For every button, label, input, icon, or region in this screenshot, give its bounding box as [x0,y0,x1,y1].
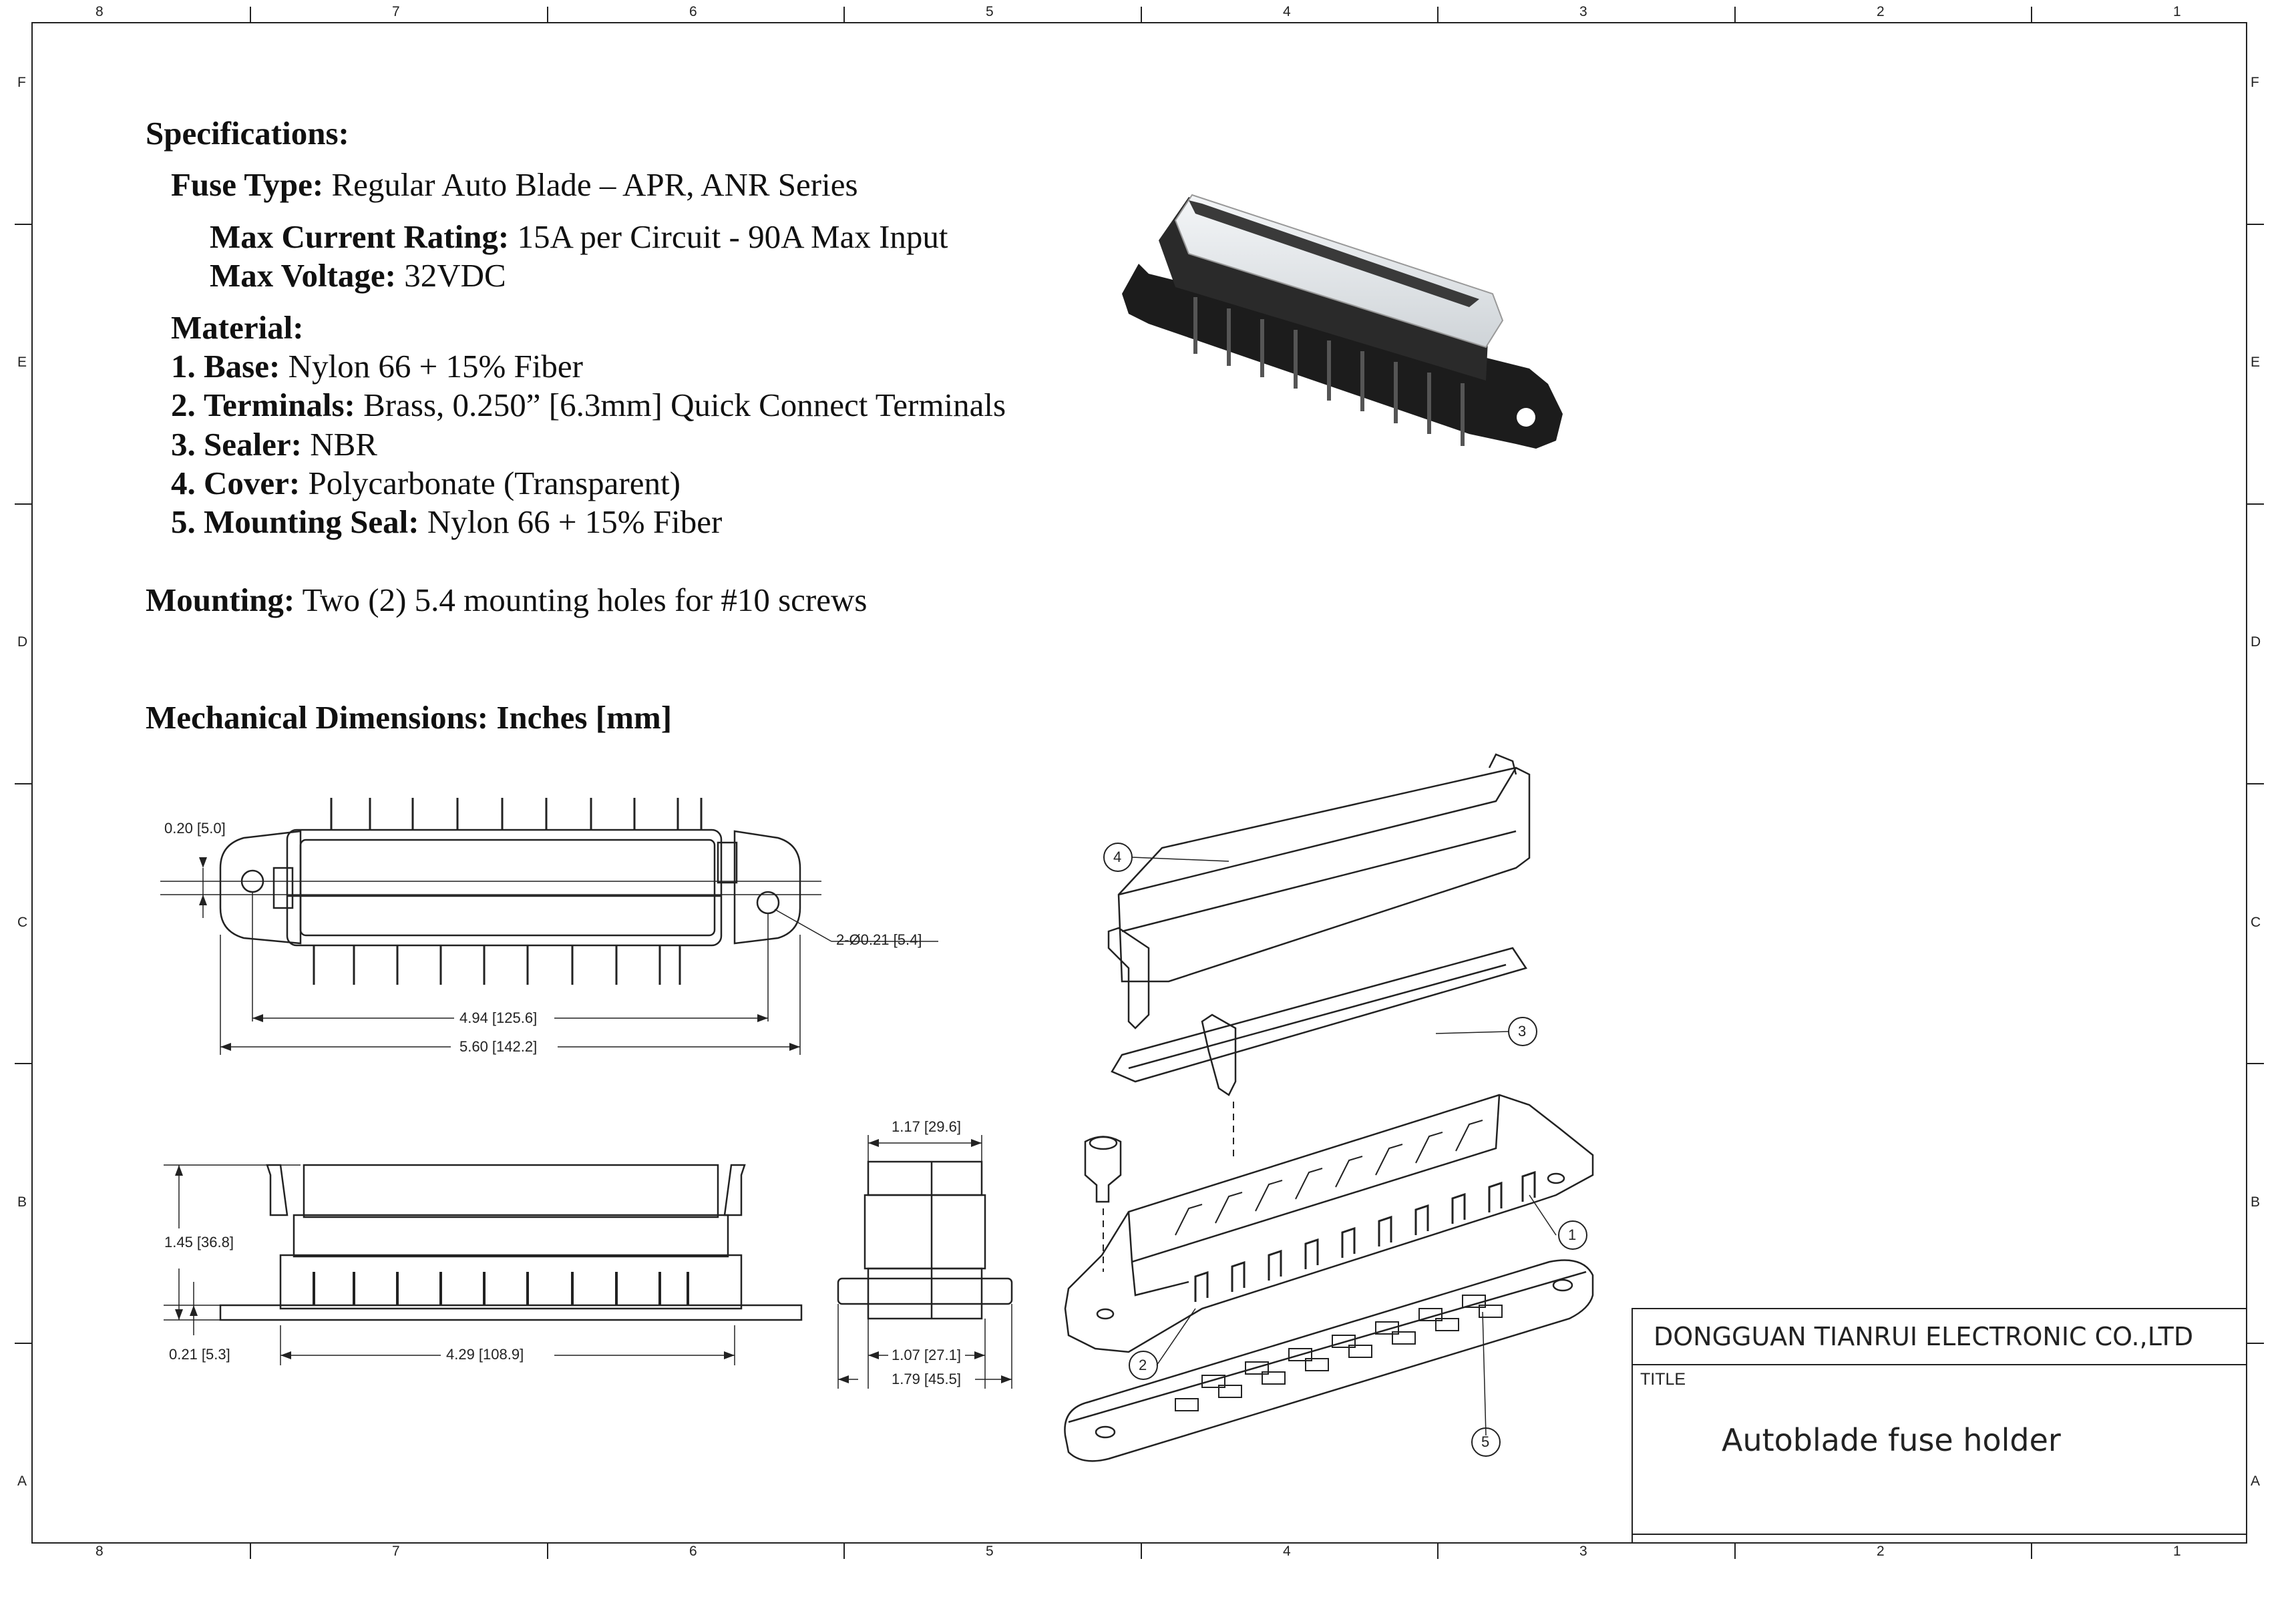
max-current-value: 15A per Circuit - 90A Max Input [517,218,948,255]
callout-number: 4 [1113,849,1122,865]
material-item: 5. Mounting Seal: Nylon 66 + 15% Fiber [171,503,723,540]
material-value: Brass, 0.250” [6.3mm] Quick Connect Term… [363,387,1006,423]
zone-letter: E [17,355,27,370]
material-value: NBR [310,426,377,463]
material-item: 3. Sealer: NBR [171,426,377,463]
material-value: Nylon 66 + 15% Fiber [427,503,723,540]
zone-number: 1 [2173,4,2181,19]
exploded-view-drawing [1064,753,1594,1462]
max-voltage-value: 32VDC [404,257,506,294]
material-label: Sealer: [204,426,302,463]
zone-letter: A [17,1473,27,1489]
zone-number: 5 [986,1544,994,1559]
end-view-drawing [837,1135,1013,1389]
fuse-type-label: Fuse Type: [171,166,324,203]
fuse-holder-photo [1122,194,1563,449]
dim-height: 1.45 [36.8] [164,1234,234,1250]
zone-number: 1 [2173,1544,2181,1559]
material-item: 1. Base: Nylon 66 + 15% Fiber [171,348,583,385]
title-label: TITLE [1640,1370,1686,1389]
callout-number: 5 [1481,1433,1490,1450]
mounting-line: Mounting: Two (2) 5.4 mounting holes for… [146,581,867,619]
spec-heading: Specifications: [146,115,349,152]
zone-number: 8 [95,1544,104,1559]
dim-holes: 2-Ø0.21 [5.4] [836,931,922,948]
cover-part [1117,766,1531,983]
zone-letter: B [17,1194,27,1210]
zone-letter: A [2251,1473,2261,1489]
zone-letter: E [2251,355,2261,370]
callout-number: 2 [1139,1357,1147,1373]
side-view-drawing [164,1164,803,1365]
material-item: 2. Terminals: Brass, 0.250” [6.3mm] Quic… [171,387,1006,423]
callout-number: 3 [1518,1023,1527,1040]
zone-number: 6 [689,4,697,19]
material-value: Polycarbonate (Transparent) [308,465,681,501]
material-heading: Material: [171,309,304,346]
material-value: Nylon 66 + 15% Fiber [288,348,583,385]
drawing-title: Autoblade fuse holder [1722,1422,2061,1458]
dim-thickness: 0.20 [5.0] [164,820,226,837]
mounting-seal-part [1064,1259,1594,1462]
max-current-line: Max Current Rating: 15A per Circuit - 90… [210,218,948,256]
zone-number: 2 [1877,4,1885,19]
sheet-frame [15,7,2264,1559]
zone-letter: D [2251,634,2261,650]
max-current-label: Max Current Rating: [210,218,510,255]
zone-number: 2 [1877,1544,1885,1559]
dim-top-width: 1.17 [29.6] [892,1118,961,1135]
dim-overall-length: 5.60 [142.2] [459,1038,538,1055]
material-label: Cover: [204,465,301,501]
material-label: Mounting Seal: [204,503,419,540]
top-view-drawing [160,798,938,1055]
mounting-label: Mounting: [146,582,295,618]
zone-number: 5 [986,4,994,19]
fuse-type-value: Regular Auto Blade – APR, ANR Series [331,166,858,203]
zone-letter: F [2251,75,2259,90]
fuse-type-line: Fuse Type: Regular Auto Blade – APR, ANR… [171,166,858,204]
material-label: Base: [204,348,280,385]
max-voltage-line: Max Voltage: 32VDC [210,256,506,294]
dim-hole-spacing: 4.94 [125.6] [459,1009,538,1026]
zone-letter: B [2251,1194,2261,1210]
zone-number: 4 [1283,4,1291,19]
zone-letter: C [17,915,28,930]
max-voltage-label: Max Voltage: [210,257,396,294]
zone-number: 8 [95,4,104,19]
mech-dimensions-heading: Mechanical Dimensions: Inches [mm] [146,699,673,736]
callout-number: 1 [1568,1226,1577,1243]
zone-number: 7 [392,1544,400,1559]
dim-body-width: 1.07 [27.1] [892,1347,961,1363]
material-label: Terminals: [204,387,355,423]
zone-number: 3 [1579,1544,1587,1559]
title-block-frame [1632,1308,2247,1544]
zone-number: 3 [1579,4,1587,19]
company-name: DONGGUAN TIANRUI ELECTRONIC CO.,LTD [1654,1322,2194,1351]
seal-part [1111,947,1527,1083]
zone-letter: F [17,75,26,90]
zone-letter: C [2251,915,2261,930]
material-item: 4. Cover: Polycarbonate (Transparent) [171,465,681,501]
zone-number: 6 [689,1544,697,1559]
dim-body-length: 4.29 [108.9] [446,1346,524,1363]
zone-number: 4 [1283,1544,1291,1559]
dim-flange: 0.21 [5.3] [169,1346,230,1363]
zone-letter: D [17,634,28,650]
base-part [1064,1094,1594,1353]
zone-ticks [15,7,2264,1559]
mounting-value: Two (2) 5.4 mounting holes for #10 screw… [302,582,868,618]
zone-number: 7 [392,4,400,19]
dim-overall-width: 1.79 [45.5] [892,1371,961,1387]
